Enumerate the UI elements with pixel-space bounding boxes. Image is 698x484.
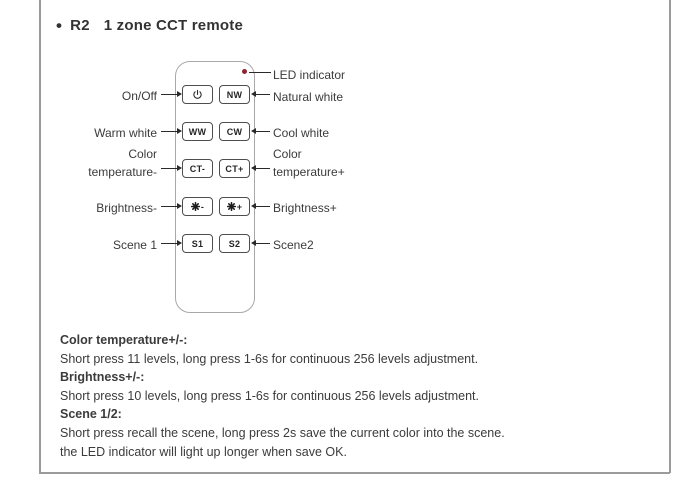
arrowhead-left-icon xyxy=(251,165,256,171)
title-model: R2 xyxy=(70,17,90,34)
arrowhead-right-icon xyxy=(177,165,182,171)
callout-label-scene1: Scene 1 xyxy=(112,238,157,252)
section-title: • R2 1 zone CCT remote xyxy=(56,17,243,34)
power-icon xyxy=(193,89,202,99)
callout-label-color-temp-plus: Color temperature+ xyxy=(273,145,345,181)
label-line: temperature+ xyxy=(273,165,345,179)
button-label: + xyxy=(236,201,243,212)
scene2-button: S2 xyxy=(219,234,250,253)
brightness-icon xyxy=(226,202,236,211)
note-line: Short press 10 levels, long press 1-6s f… xyxy=(60,388,479,403)
arrowhead-right-icon xyxy=(177,203,182,209)
callout-label-brightness-minus: Brightness- xyxy=(96,201,157,215)
button-label: CW xyxy=(226,126,243,137)
label-line: temperature- xyxy=(88,165,157,179)
page-border-right xyxy=(669,0,671,473)
callout-label-onoff: On/Off xyxy=(121,89,157,103)
button-label: NW xyxy=(226,89,243,100)
title-name: 1 zone CCT remote xyxy=(103,17,243,34)
button-label: - xyxy=(200,201,205,212)
callout-line xyxy=(161,206,177,208)
callout-label-color-temp-minus: Color temperature- xyxy=(88,145,157,181)
callout-line xyxy=(161,94,177,96)
arrowhead-left-icon xyxy=(251,128,256,134)
callout-label-scene2: Scene2 xyxy=(273,238,314,252)
page-border-bottom xyxy=(39,472,670,474)
natural-white-button: NW xyxy=(219,85,250,104)
brightness-icon xyxy=(190,202,200,211)
callout-line xyxy=(161,168,177,170)
callout-label-led: LED indicator xyxy=(273,68,346,82)
ct-plus-button: CT+ xyxy=(219,159,250,178)
callout-line xyxy=(161,131,177,133)
callout-line xyxy=(256,94,270,96)
arrowhead-right-icon xyxy=(177,128,182,134)
label-line: Color xyxy=(128,147,157,161)
button-label: S1 xyxy=(191,238,204,249)
button-label: S2 xyxy=(228,238,241,249)
callout-line xyxy=(256,168,270,170)
callout-label-cool-white: Cool white xyxy=(273,126,330,140)
note-line: the LED indicator will light up longer w… xyxy=(60,444,347,459)
label-line: Color xyxy=(273,147,302,161)
arrowhead-right-icon xyxy=(177,240,182,246)
note-line: Short press 11 levels, long press 1-6s f… xyxy=(60,351,479,366)
note-line: Short press recall the scene, long press… xyxy=(60,425,505,440)
brightness-plus-button: + xyxy=(219,197,250,216)
page-border-left xyxy=(39,0,41,473)
scene1-button: S1 xyxy=(182,234,213,253)
callout-label-brightness-plus: Brightness+ xyxy=(273,201,337,215)
note-heading: Scene 1/2: xyxy=(60,407,122,422)
arrowhead-left-icon xyxy=(251,91,256,97)
arrowhead-left-icon xyxy=(251,203,256,209)
note-heading: Brightness+/-: xyxy=(60,370,145,385)
button-label: CT- xyxy=(189,163,206,174)
warm-white-button: WW xyxy=(182,122,213,141)
callout-line xyxy=(256,131,270,133)
ct-minus-button: CT- xyxy=(182,159,213,178)
arrowhead-right-icon xyxy=(177,91,182,97)
cool-white-button: CW xyxy=(219,122,250,141)
button-label: WW xyxy=(188,126,207,137)
callout-label-warm-white: Warm white xyxy=(94,126,157,140)
bullet-icon: • xyxy=(56,16,63,35)
led-indicator-dot xyxy=(242,69,247,74)
power-button xyxy=(182,85,213,104)
arrowhead-left-icon xyxy=(251,240,256,246)
button-label: CT+ xyxy=(225,163,244,174)
brightness-minus-button: - xyxy=(182,197,213,216)
callout-line xyxy=(256,206,270,208)
callout-line-led xyxy=(249,72,271,74)
notes-block: Color temperature+/-: Short press 11 lev… xyxy=(60,331,505,461)
callout-label-natural-white: Natural white xyxy=(273,90,344,104)
callout-line xyxy=(161,243,177,245)
callout-line xyxy=(256,243,270,245)
note-heading: Color temperature+/-: xyxy=(60,333,188,347)
